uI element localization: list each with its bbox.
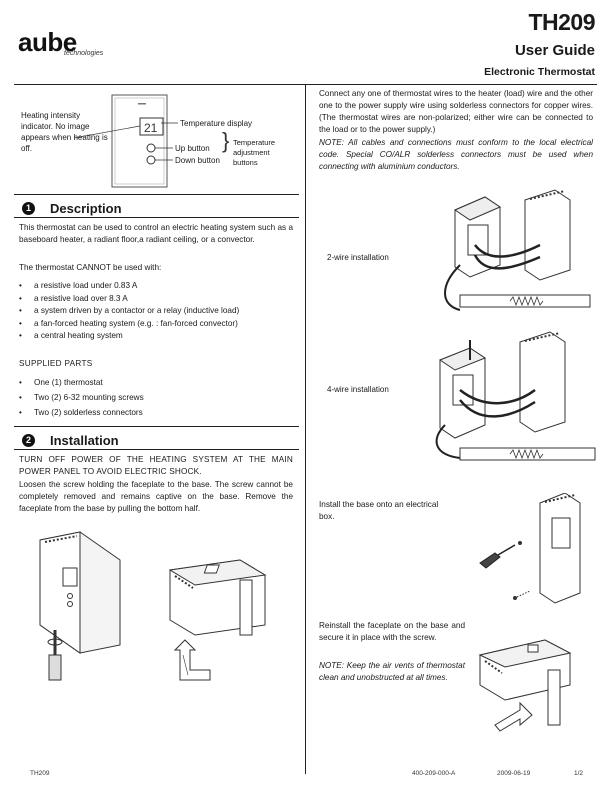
reinstall-faceplate-text: Reinstall the faceplate on the base and … bbox=[319, 621, 465, 642]
column-divider bbox=[305, 84, 306, 774]
installation-rule bbox=[14, 449, 299, 450]
four-wire-label: 4-wire installation bbox=[327, 385, 389, 394]
list-item: a system driven by a contactor or a rela… bbox=[19, 305, 293, 318]
mount-base-illustration bbox=[479, 493, 581, 604]
adjustment-buttons-label: Temperature adjustment buttons bbox=[233, 138, 276, 167]
thermostat-front-diagram: 21 } bbox=[73, 94, 229, 188]
svg-text:}: } bbox=[222, 128, 229, 153]
heating-indicator-note: Heating intensity indicator. No image ap… bbox=[21, 111, 108, 153]
list-item: Two (2) 6-32 mounting screws bbox=[19, 390, 293, 405]
guide-title: User Guide bbox=[514, 42, 595, 59]
cannot-list: a resistive load under 0.83 A a resistiv… bbox=[19, 280, 293, 343]
list-item: a central heating system bbox=[19, 330, 293, 343]
air-vent-note: NOTE: Keep the air vents of thermostat c… bbox=[319, 661, 465, 682]
section-rule-1 bbox=[14, 194, 299, 195]
up-button-label: Up button bbox=[175, 144, 210, 153]
footer-model: TH209 bbox=[30, 770, 50, 777]
section-2-number: 2 bbox=[22, 434, 35, 447]
connect-instructions: Connect any one of thermostat wires to t… bbox=[319, 89, 593, 134]
installation-title: Installation bbox=[50, 433, 119, 448]
power-warning: TURN OFF POWER OF THE HEATING SYSTEM AT … bbox=[19, 455, 293, 476]
model-title: TH209 bbox=[528, 9, 595, 35]
list-item: a resistive load under 0.83 A bbox=[19, 280, 293, 293]
product-title: Electronic Thermostat bbox=[484, 66, 595, 78]
temperature-display-label: Temperature display bbox=[180, 119, 253, 128]
list-item: a resistive load over 8.3 A bbox=[19, 293, 293, 306]
section-1-number: 1 bbox=[22, 202, 35, 215]
down-button-label: Down button bbox=[175, 156, 220, 165]
aube-logo: aube bbox=[18, 27, 77, 57]
list-item: Two (2) solderless connectors bbox=[19, 405, 293, 420]
description-intro: This thermostat can be used to control a… bbox=[19, 223, 293, 244]
footer-doc-number: 400-209-000-A bbox=[412, 770, 456, 777]
faceplate-removal-illustration bbox=[39, 531, 267, 681]
install-base-text: Install the base onto an electrical box. bbox=[319, 500, 439, 521]
description-rule bbox=[14, 217, 299, 218]
supplied-parts-list: One (1) thermostat Two (2) 6-32 mounting… bbox=[19, 375, 293, 420]
reinstall-faceplate-illustration bbox=[478, 639, 572, 732]
two-wire-diagram bbox=[444, 189, 591, 311]
two-wire-label: 2-wire installation bbox=[327, 253, 389, 262]
description-title: Description bbox=[50, 201, 122, 216]
electrical-code-note: NOTE: All cables and connections must co… bbox=[319, 138, 593, 171]
cannot-heading: The thermostat CANNOT be used with: bbox=[19, 263, 162, 272]
four-wire-diagram bbox=[435, 331, 596, 461]
footer-date: 2009-06-19 bbox=[497, 770, 531, 777]
installation-step-1: Loosen the screw holding the faceplate t… bbox=[19, 480, 293, 513]
list-item: a fan-forced heating system (e.g. : fan-… bbox=[19, 318, 293, 331]
list-item: One (1) thermostat bbox=[19, 375, 293, 390]
footer-page: 1/2 bbox=[574, 770, 584, 777]
supplied-parts-heading: SUPPLIED PARTS bbox=[19, 359, 93, 368]
section-rule-2 bbox=[14, 426, 299, 427]
logo-subtitle: technologies bbox=[64, 50, 104, 57]
display-value-text: 21 bbox=[144, 121, 158, 135]
